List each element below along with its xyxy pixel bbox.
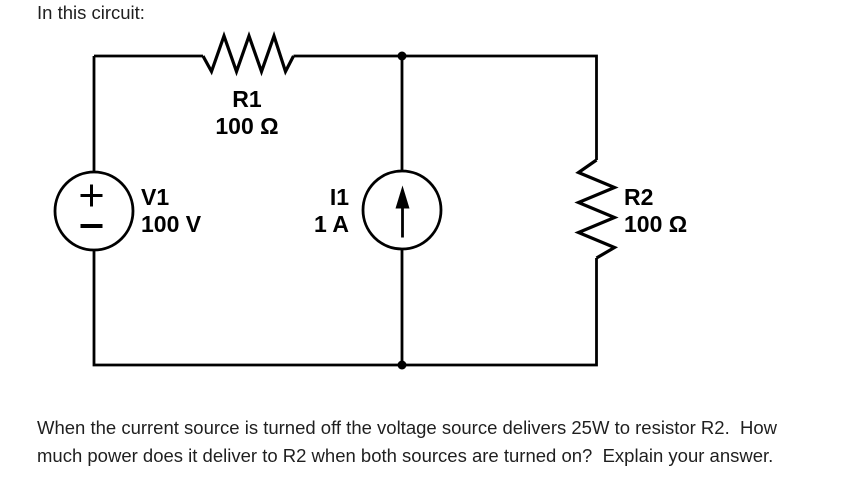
junction-node-bottom [397, 360, 407, 370]
v1-name: V1 [141, 184, 170, 210]
resistor-r1-symbol [201, 31, 295, 77]
junction-node-top [397, 51, 407, 61]
r1-label: R1 100 Ω [167, 86, 327, 140]
r1-name: R1 [232, 86, 262, 112]
v1-label: V1 100 V [141, 184, 201, 238]
r2-label: R2 100 Ω [624, 184, 687, 238]
current-source-symbol [361, 169, 443, 251]
i1-name: I1 [329, 184, 349, 210]
question-text: When the current source is turned off th… [37, 414, 837, 470]
i1-label: I1 1 A [229, 184, 349, 238]
i1-value: 1 A [314, 211, 349, 237]
intro-text: In this circuit: [37, 2, 145, 23]
resistor-r2-symbol [574, 158, 619, 260]
plus-icon [80, 184, 103, 207]
r2-value: 100 Ω [624, 211, 688, 237]
question-line-2: much power does it deliver to R2 when bo… [37, 445, 774, 466]
arrow-up-icon [395, 185, 410, 238]
r2-name: R2 [624, 184, 654, 210]
circuit-wires [92, 54, 598, 367]
voltage-source-circle [53, 170, 135, 252]
voltage-source-symbol [53, 170, 135, 252]
question-line-1: When the current source is turned off th… [37, 417, 777, 438]
r1-value: 100 Ω [215, 113, 279, 139]
v1-value: 100 V [141, 211, 202, 237]
